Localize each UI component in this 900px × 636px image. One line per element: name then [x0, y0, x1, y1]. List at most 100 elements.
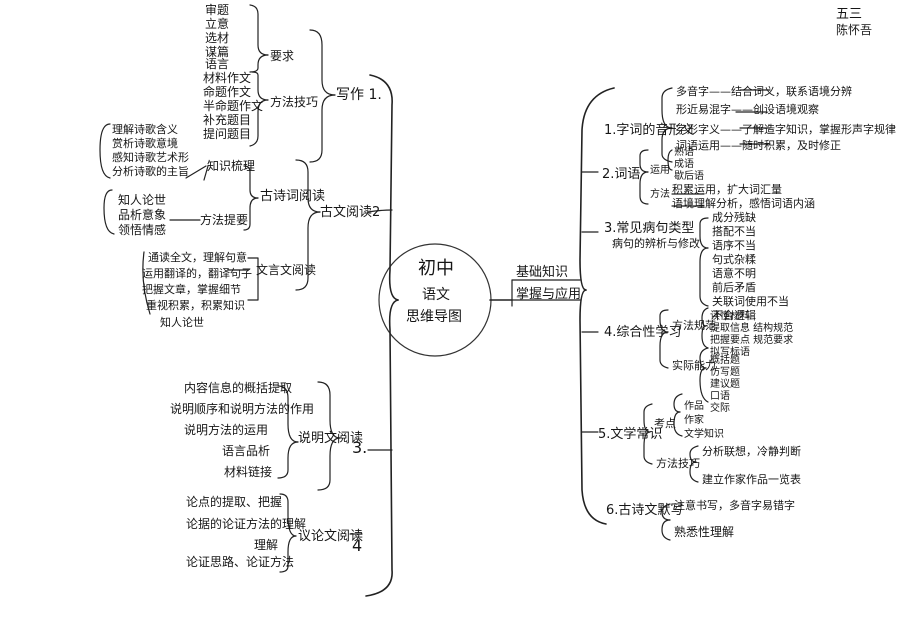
- center-title: 初中: [418, 258, 454, 279]
- b2-method-item: 积累运用，扩大词汇量: [672, 183, 782, 196]
- b4-b-item: 建议题: [710, 379, 740, 390]
- mid-branch-b: 掌握与应用: [516, 287, 582, 302]
- b2-item: 歇后语: [674, 171, 704, 182]
- req-item: 语言: [205, 57, 230, 71]
- knowledge-label: 知识梳理: [207, 159, 256, 173]
- b4-a-item: 提取信息 结构规范: [710, 323, 794, 334]
- writing-req-label: 要求: [270, 49, 295, 63]
- expository-item: 内容信息的概括提取: [184, 381, 293, 395]
- b3-item: 句式杂糅: [712, 253, 756, 266]
- b3-title: 3.常见病句类型: [604, 221, 695, 236]
- main-right-brace: [579, 87, 615, 291]
- writing-title: 写作 1.: [336, 87, 382, 103]
- mid-branch-a: 基础知识: [516, 265, 569, 280]
- prose-item: 通读全文，理解句意: [148, 251, 247, 264]
- b5-b-label: 方法技巧: [656, 457, 700, 470]
- req-item: 立意: [205, 17, 230, 31]
- writing-brace: [309, 29, 336, 96]
- center-subtitle-2: 思维导图: [406, 309, 462, 325]
- expository-item: 语言品析: [222, 444, 271, 458]
- req-item: 选材: [205, 31, 230, 45]
- b2-label-b: 方法: [650, 189, 670, 200]
- b3-item: 成分残缺: [712, 211, 756, 224]
- b2-method-item: 语境理解分析，感悟词语内涵: [672, 197, 815, 210]
- expository-title: 说明文阅读: [298, 431, 364, 446]
- prose-item: 把握文章，掌握细节: [142, 283, 241, 296]
- b5-a-item: 文学知识: [684, 429, 724, 440]
- b2-item: 成语: [674, 159, 694, 170]
- b3-item: 不合逻辑: [712, 309, 756, 322]
- b4-a-item: 把握要点 规范要求: [710, 335, 794, 346]
- b6-title: 6.古诗文默写: [606, 503, 684, 518]
- prose-item: 重视积累，积累知识: [146, 299, 245, 312]
- corner-label-1: 五三: [836, 7, 863, 22]
- poem-label: 古诗词阅读: [260, 189, 326, 204]
- b4-b-item: 口语: [710, 391, 730, 402]
- b4-b-label: 实际能力: [672, 359, 716, 372]
- corner-label-2: 陈怀吾: [836, 23, 873, 37]
- center-subtitle: 语文: [422, 287, 450, 303]
- b1-item: 词语运用——随时积累，及时修正: [676, 139, 841, 152]
- b5-b-item: 建立作家作品一览表: [702, 473, 801, 486]
- b3-subtitle: 病句的辨析与修改: [612, 237, 700, 250]
- classical-method-label: 方法提要: [200, 213, 249, 227]
- b4-a-item: 拟写标语: [710, 347, 750, 358]
- b5-a-item: 作品: [684, 401, 704, 412]
- argument-item: 论据的论证方法的理解: [186, 517, 307, 531]
- b2-title: 2.词语: [602, 167, 641, 182]
- b3-item: 搭配不当: [712, 225, 756, 238]
- b1-item: 字形字义——了解造字知识，掌握形声字规律: [676, 123, 896, 136]
- argument-item: 论点的提取、把握: [186, 495, 283, 509]
- poem-item: 感知诗歌艺术形: [112, 151, 189, 164]
- b4-a-item: 读懂材料: [710, 311, 750, 322]
- b2-item: 熟语: [674, 147, 694, 158]
- b4-a-label: 方法规范: [672, 319, 716, 332]
- method-item: 命题作文: [203, 85, 252, 99]
- b1-brace: [661, 87, 673, 129]
- b4-b-item: 交际: [710, 403, 730, 414]
- b6-item: 注意书写，多音字易错字: [674, 499, 795, 512]
- poem-item: 理解诗歌含义: [112, 123, 178, 136]
- expository-brace: [317, 381, 341, 439]
- poem-item: 分析诗歌的主旨: [112, 165, 189, 178]
- prose-item: 运用翻译的，翻译句子: [142, 267, 252, 280]
- expository-num: 3.: [352, 438, 368, 457]
- b5-b-item: 分析联想，冷静判断: [702, 445, 801, 458]
- b3-item: 语意不明: [712, 267, 756, 280]
- b5-a-item: 作家: [684, 415, 704, 426]
- b6-item: 熟悉性理解: [674, 525, 735, 539]
- method-item: 半命题作文: [203, 99, 264, 113]
- b1-item: 多音字——结合词义，联系语境分辨: [676, 85, 852, 98]
- argument-item: 理解: [254, 538, 279, 552]
- b4-title: 4.综合性学习: [604, 325, 682, 340]
- expository-item: 说明方法的运用: [184, 423, 269, 437]
- classical-method-item: 品析意象: [118, 208, 167, 222]
- argument-title: 议论文阅读: [298, 529, 364, 544]
- prose-label: 文言文阅读: [256, 263, 317, 277]
- b4-b-item: 仿写题: [710, 367, 740, 378]
- main-left-brace: [369, 74, 399, 301]
- b3-item: 关联词使用不当: [712, 295, 789, 308]
- b1-title: 1.字词的音形义: [604, 123, 695, 138]
- classical-method-item: 领悟情感: [118, 223, 167, 237]
- req-item: 审题: [205, 3, 230, 17]
- argument-item: 论证思路、论证方法: [186, 555, 295, 569]
- classical-title: 古文阅读2: [320, 205, 381, 220]
- expository-item: 说明顺序和说明方法的作用: [170, 402, 315, 416]
- b5-title: 5.文学常识: [598, 427, 663, 442]
- b2-label-a: 运用: [650, 165, 670, 176]
- method-item: 提问题目: [203, 127, 252, 141]
- b4-b-item: 概括题: [710, 355, 740, 366]
- expository-item: 材料链接: [224, 465, 273, 479]
- poem-item: 赏析诗歌意境: [112, 137, 178, 150]
- b5-a-label: 考点: [654, 417, 676, 430]
- method-item: 材料作文: [203, 71, 252, 85]
- req-item: 谋篇: [205, 45, 230, 59]
- b3-item: 前后矛盾: [712, 281, 756, 294]
- classical-method-item: 知人论世: [118, 193, 167, 207]
- b3-brace: [699, 217, 709, 249]
- classical-brace: [295, 159, 321, 213]
- b3-item: 语序不当: [712, 239, 756, 252]
